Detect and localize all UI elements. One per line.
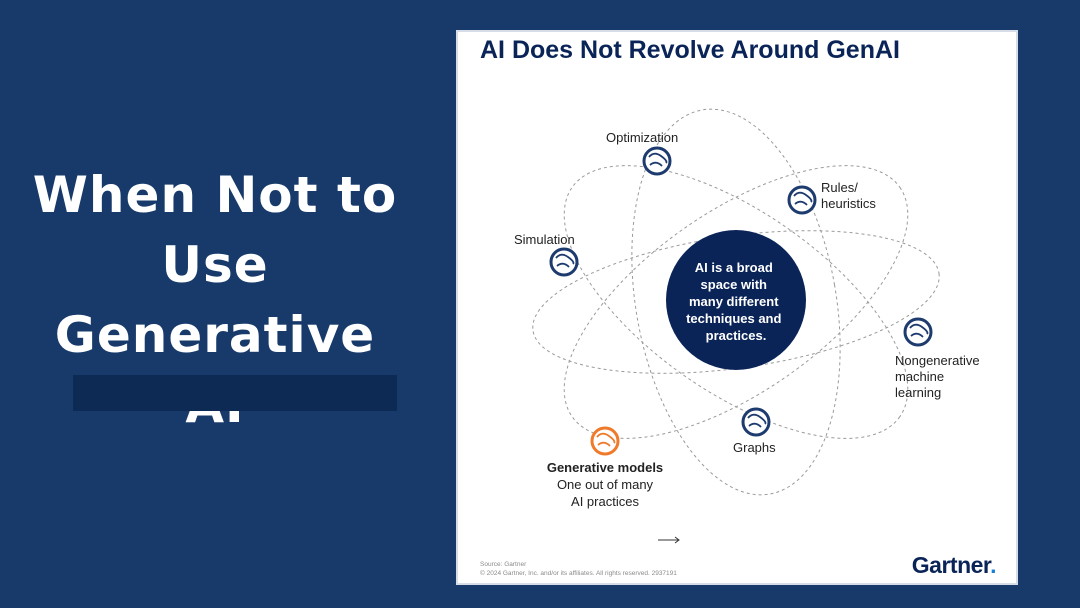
svg-text:machine: machine — [895, 369, 944, 384]
orbit-tilted-right — [563, 165, 909, 439]
infographic-card: AI Does Not Revolve Around GenAI AI is a… — [456, 30, 1018, 585]
orbit-vertical — [631, 108, 841, 496]
svg-text:Nongenerative: Nongenerative — [895, 353, 980, 368]
svg-text:One out of many: One out of many — [557, 477, 654, 492]
logo-dot: . — [990, 552, 996, 578]
node-rules-heuristics: Rules/ heuristics — [787, 180, 876, 215]
arrow-right-icon — [658, 536, 680, 544]
node-nongenerative-ml: Nongenerative machine learning — [895, 317, 980, 400]
card-title: AI Does Not Revolve Around GenAI — [480, 36, 900, 64]
footer-copyright: © 2024 Gartner, Inc. and/or its affiliat… — [480, 570, 677, 577]
node-generative-models: Generative models One out of many AI pra… — [547, 426, 663, 509]
headline-line-3: Generative AI — [54, 306, 376, 434]
orbit-tilted-left — [563, 165, 909, 439]
svg-text:heuristics: heuristics — [821, 196, 876, 211]
core-circle — [666, 230, 806, 370]
node-optimization: Optimization — [606, 130, 678, 176]
orbit-diagram: AI is a broad space with many different … — [514, 108, 980, 544]
headline-line-1: When Not to — [32, 166, 398, 224]
svg-text:Rules/: Rules/ — [821, 180, 858, 195]
gartner-logo: Gartner. — [911, 552, 997, 579]
svg-text:learning: learning — [895, 385, 941, 400]
svg-text:Optimization: Optimization — [606, 130, 678, 145]
card-footer: Source: Gartner © 2024 Gartner, Inc. and… — [480, 560, 677, 578]
logo-text: Gartner — [911, 552, 991, 578]
svg-text:Graphs: Graphs — [733, 440, 776, 455]
svg-text:AI practices: AI practices — [571, 494, 639, 509]
accent-bar — [73, 375, 397, 411]
core-text: AI is a broad space with many different … — [686, 259, 786, 343]
node-graphs: Graphs — [733, 407, 776, 455]
headline-line-2: Use — [161, 236, 269, 294]
svg-text:Simulation: Simulation — [514, 232, 575, 247]
node-simulation: Simulation — [514, 232, 579, 277]
footer-source: Source: Gartner — [480, 561, 527, 568]
svg-text:Generative models: Generative models — [547, 460, 663, 475]
